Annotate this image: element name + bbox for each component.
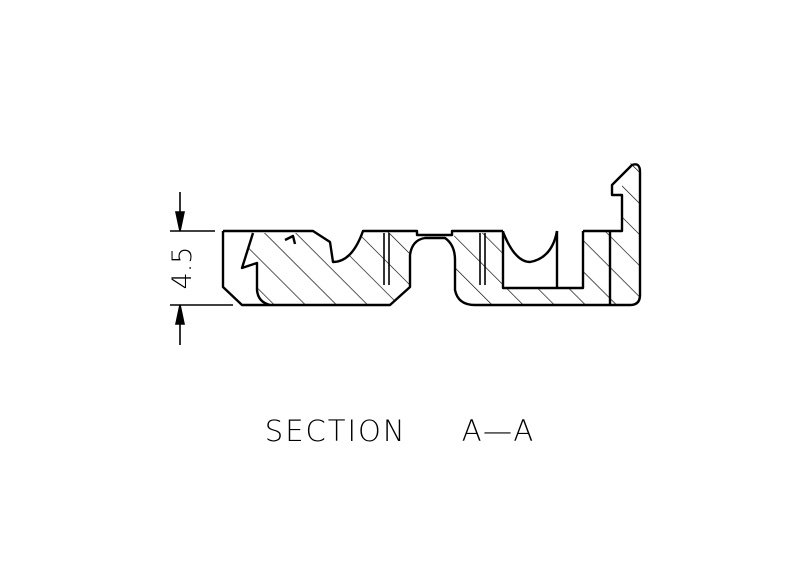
arrow-up-icon: [175, 304, 185, 325]
dimension-label: 4.5: [167, 247, 198, 290]
caption-view: A—A: [461, 414, 536, 448]
height-dimension: [170, 192, 233, 345]
section-caption: SECTION A—A: [0, 414, 800, 448]
caption-word: SECTION: [264, 414, 407, 448]
hatched-section: [242, 163, 640, 305]
arrow-down-icon: [175, 211, 185, 232]
part-outline: [221, 163, 642, 307]
